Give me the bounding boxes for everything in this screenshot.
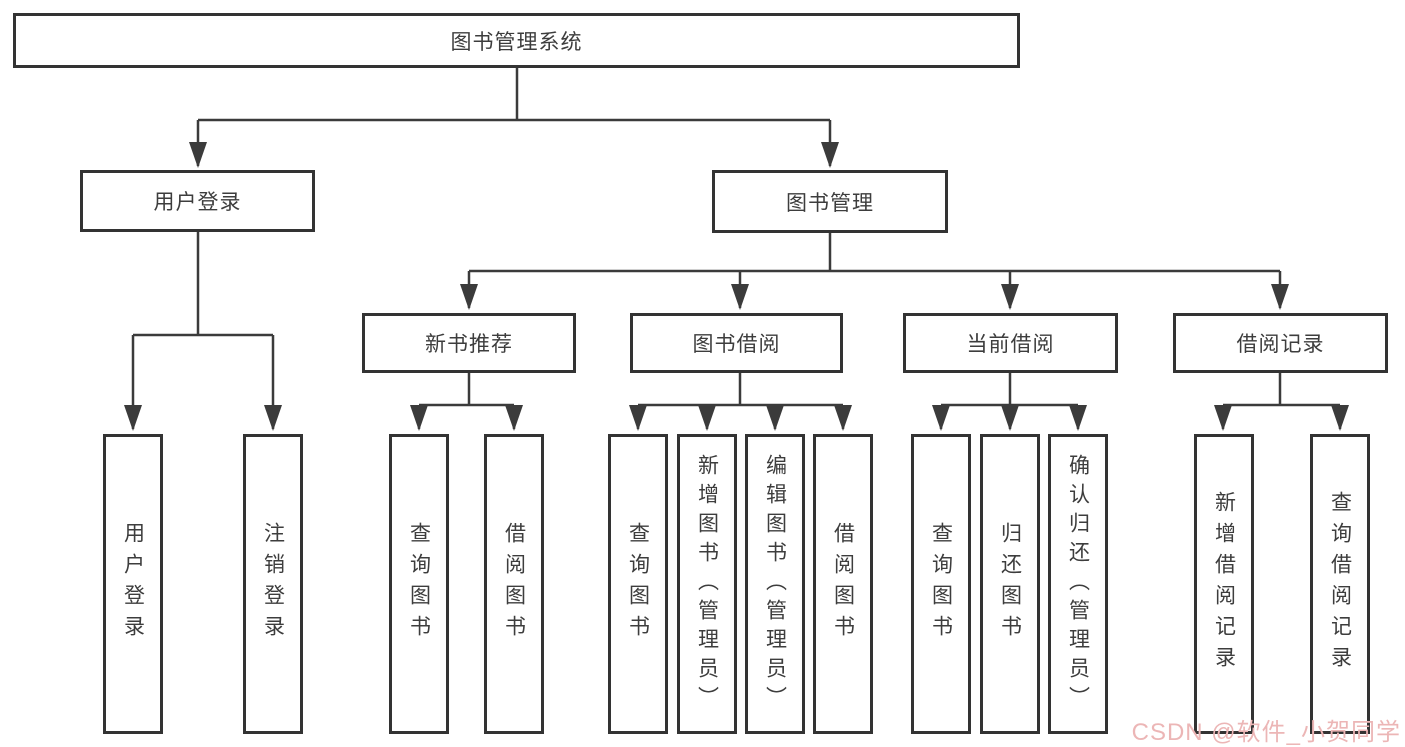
connector-borrow-record — [1223, 373, 1340, 407]
node-label: 新增图书（管理员） — [695, 453, 719, 715]
node-current-borrowing: 当前借阅 — [903, 313, 1118, 373]
node-label: 归还图书 — [998, 522, 1022, 646]
connector-book-mgmt — [469, 233, 1280, 273]
node-label: 借阅图书 — [502, 522, 526, 646]
leaf-return-books: 归还图书 — [980, 434, 1040, 734]
node-label: 确认归还（管理员） — [1066, 453, 1090, 715]
node-new-book-recommend: 新书推荐 — [362, 313, 576, 373]
leaf-query-borrow-record: 查询借阅记录 — [1310, 434, 1370, 734]
node-label: 图书借阅 — [692, 333, 781, 356]
node-borrowing-records: 借阅记录 — [1173, 313, 1388, 373]
leaf-add-books-admin: 新增图书（管理员） — [677, 434, 737, 734]
node-root-system: 图书管理系统 — [13, 13, 1020, 68]
node-label: 用户登录 — [153, 191, 242, 214]
node-label: 图书管理 — [786, 191, 874, 215]
node-label: 新书推荐 — [425, 333, 513, 356]
node-label: 查询图书 — [929, 522, 953, 646]
connector-user-login — [133, 232, 273, 337]
node-label: 用户登录 — [121, 522, 145, 646]
connector-book-borrow — [638, 373, 843, 407]
leaf-borrow-books-2: 借阅图书 — [813, 434, 873, 734]
node-book-management: 图书管理 — [712, 170, 948, 233]
leaf-query-books-1: 查询图书 — [389, 434, 449, 734]
connector-new-book — [419, 373, 514, 407]
node-label: 注销登录 — [261, 522, 285, 646]
node-label: 查询借阅记录 — [1328, 491, 1352, 677]
connector-root — [198, 68, 830, 122]
leaf-user-login: 用户登录 — [103, 434, 163, 734]
node-book-borrowing: 图书借阅 — [630, 313, 843, 373]
leaf-confirm-return-admin: 确认归还（管理员） — [1048, 434, 1108, 734]
node-user-login: 用户登录 — [80, 170, 315, 232]
node-label: 图书管理系统 — [450, 30, 583, 54]
connector-current-borrow — [941, 373, 1078, 407]
node-label: 查询图书 — [626, 522, 650, 646]
node-label: 查询图书 — [407, 522, 431, 646]
node-label: 当前借阅 — [966, 333, 1055, 356]
leaf-edit-books-admin: 编辑图书（管理员） — [745, 434, 805, 734]
node-label: 编辑图书（管理员） — [763, 453, 787, 715]
leaf-borrow-books-1: 借阅图书 — [484, 434, 544, 734]
node-label: 借阅记录 — [1236, 333, 1325, 356]
leaf-query-books-3: 查询图书 — [911, 434, 971, 734]
node-label: 借阅图书 — [831, 522, 855, 646]
leaf-add-borrow-record: 新增借阅记录 — [1194, 434, 1254, 734]
node-label: 新增借阅记录 — [1212, 491, 1236, 677]
leaf-logout: 注销登录 — [243, 434, 303, 734]
leaf-query-books-2: 查询图书 — [608, 434, 668, 734]
